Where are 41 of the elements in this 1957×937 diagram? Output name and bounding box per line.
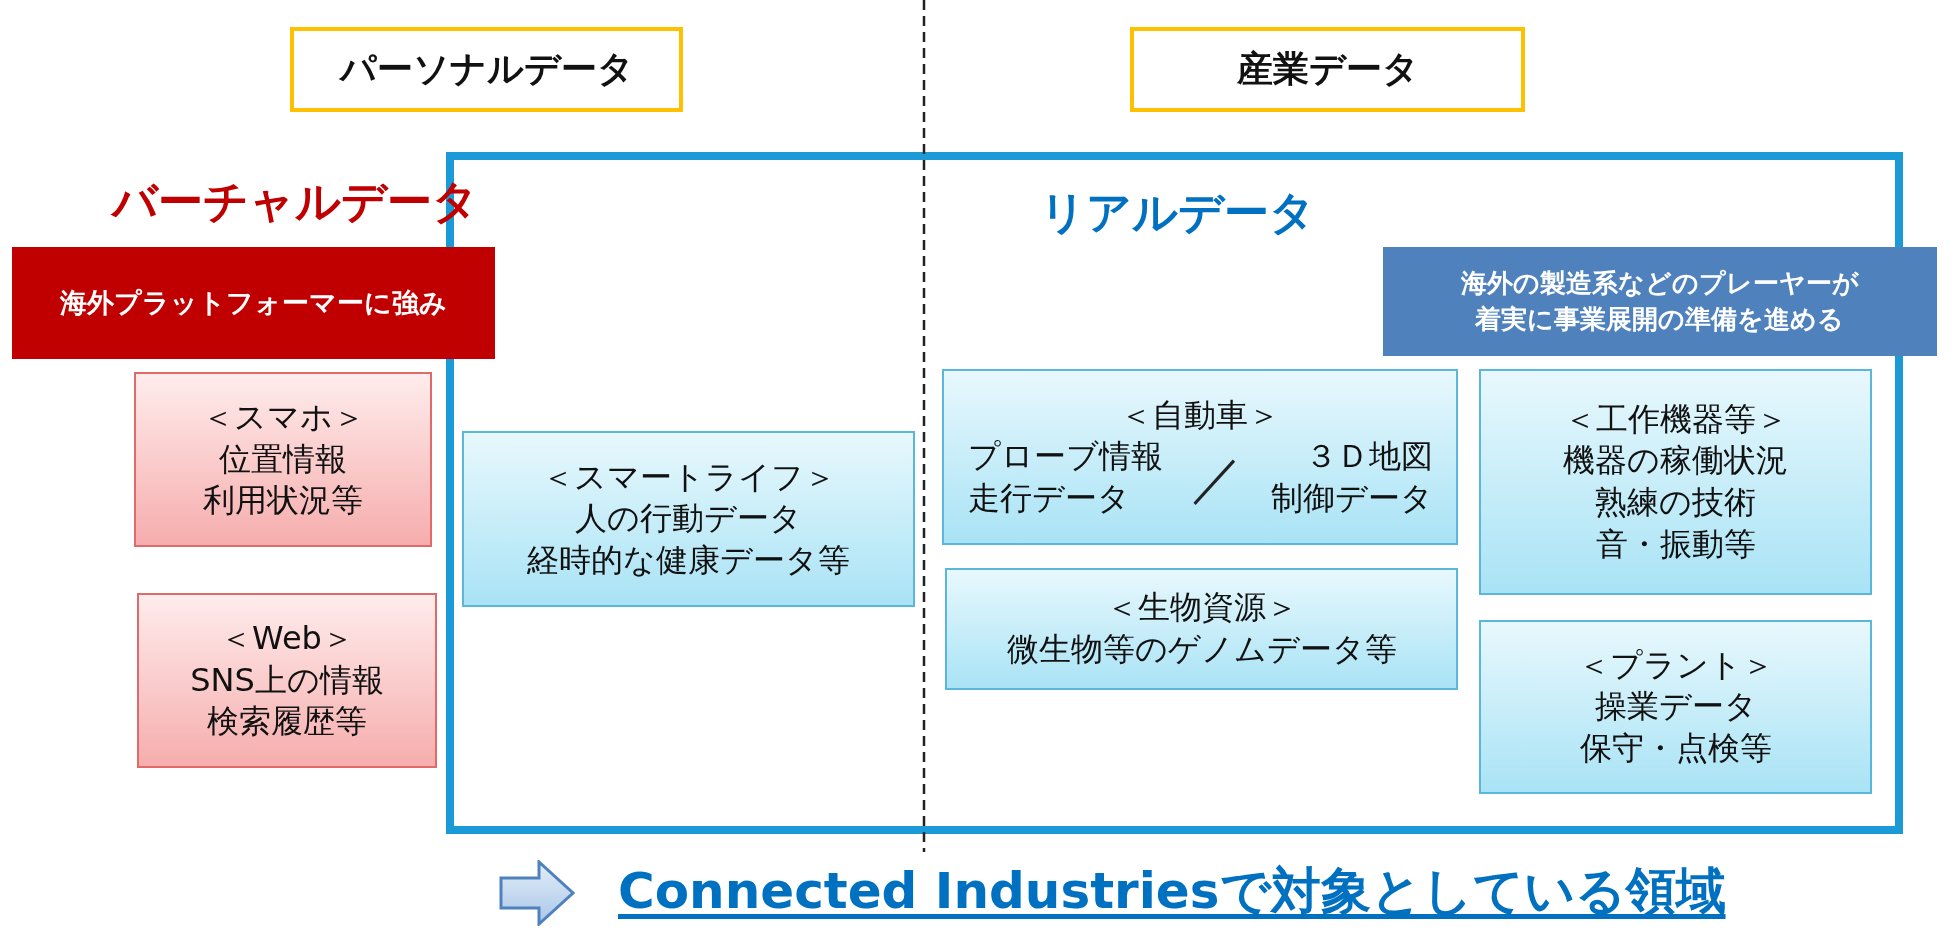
category-heading: ＜生物資源＞ — [1105, 587, 1298, 629]
data-item: 利用状況等 — [203, 480, 363, 522]
note-text: 海外プラットフォーマーに強み — [60, 285, 447, 320]
data-item: ３Ｄ地図 — [1303, 436, 1433, 478]
note-box — [1383, 247, 1937, 356]
data-item: 操業データ — [1594, 686, 1757, 728]
data-card — [462, 431, 915, 607]
category-heading: ＜自動車＞ — [1119, 394, 1281, 436]
title-box — [1130, 27, 1525, 112]
data-item: 制御データ — [1270, 477, 1433, 519]
category-heading: ＜工作機器等＞ — [1563, 398, 1788, 440]
note-text: 海外の製造系などのプレーヤーが着実に事業展開の準備を進める — [1460, 267, 1860, 336]
data-card — [134, 372, 432, 547]
data-card — [1479, 620, 1872, 794]
data-item: 位置情報 — [219, 438, 347, 480]
data-item: 音・振動等 — [1595, 523, 1756, 565]
data-item: プローブ情報 — [967, 436, 1163, 478]
data-item: 検索履歴等 — [207, 701, 367, 743]
data-item: 保守・点検等 — [1579, 727, 1772, 769]
section-heading: リアルデータ — [1040, 185, 1315, 241]
data-item: 機器の稼働状況 — [1563, 440, 1788, 482]
separator: ／ — [1190, 451, 1243, 504]
category-heading: ＜Web＞ — [220, 618, 354, 660]
category-heading: ＜スマホ＞ — [201, 397, 365, 439]
category-title: 産業データ — [1236, 47, 1419, 91]
note-box — [12, 247, 495, 359]
data-card — [945, 568, 1458, 690]
data-item: 熟練の技術 — [1595, 482, 1756, 523]
category-heading: ＜プラント＞ — [1577, 644, 1774, 686]
title-box — [290, 27, 683, 112]
caption: Connected Industriesで対象としている領域 — [618, 861, 1726, 922]
data-item: 経時的な健康データ等 — [527, 539, 850, 581]
data-item: 微生物等のゲノムデータ等 — [1006, 629, 1397, 670]
data-card — [942, 369, 1458, 545]
data-item: SNS上の情報 — [190, 659, 384, 701]
category-title: パーソナルデータ — [339, 47, 634, 91]
data-card — [137, 593, 437, 768]
data-card — [1479, 369, 1872, 595]
category-heading: ＜スマートライフ＞ — [541, 456, 836, 498]
data-item: 人の行動データ — [575, 498, 802, 540]
data-item: 走行データ — [967, 477, 1131, 519]
